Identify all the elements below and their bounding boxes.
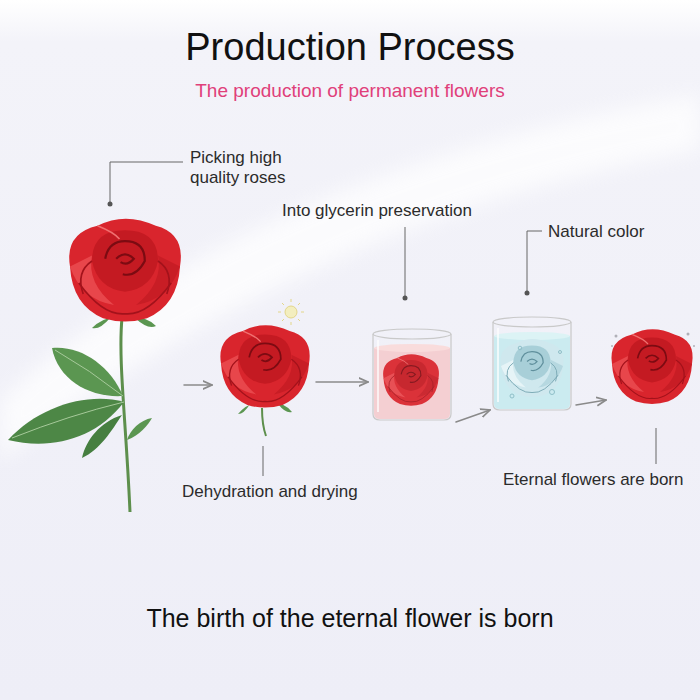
leader-line [405, 227, 406, 297]
process-step: Eternal flowers are born [606, 325, 696, 413]
step-label: Into glycerin preservation [282, 201, 472, 221]
process-step: Natural color [490, 312, 576, 416]
step-label: Picking high quality roses [190, 148, 312, 189]
glycerin-glass [373, 329, 451, 420]
sun-icon [278, 299, 304, 325]
eternal-rose [611, 329, 695, 404]
leader-lines [110, 162, 656, 476]
step-label: Dehydration and drying [182, 482, 358, 502]
process-step: Dehydration and drying [212, 325, 316, 425]
light-swoosh [0, 95, 700, 460]
leader-line [656, 428, 657, 464]
flow-arrow [316, 381, 368, 383]
process-step: Into glycerin preservation [368, 322, 456, 426]
title: Production Process [0, 26, 700, 69]
leader-dot [403, 296, 408, 301]
fresh-rose [8, 219, 181, 512]
flow-arrow [456, 410, 490, 422]
step-label: Eternal flowers are born [503, 470, 683, 490]
leader-dot [525, 291, 530, 296]
color-glass [493, 317, 571, 410]
flow-arrow [184, 384, 212, 386]
leader-line [527, 231, 542, 292]
process-step: Picking high quality roses [8, 218, 184, 513]
leader-line [110, 162, 183, 203]
flow-arrow [576, 400, 606, 405]
caption: The birth of the eternal flower is born [0, 604, 700, 633]
leader-dot [108, 202, 113, 207]
leader-line [263, 446, 264, 476]
leader-dots [108, 202, 530, 301]
drying-rose [220, 299, 309, 436]
step-label: Natural color [548, 222, 644, 242]
subtitle: The production of permanent flowers [0, 80, 700, 102]
